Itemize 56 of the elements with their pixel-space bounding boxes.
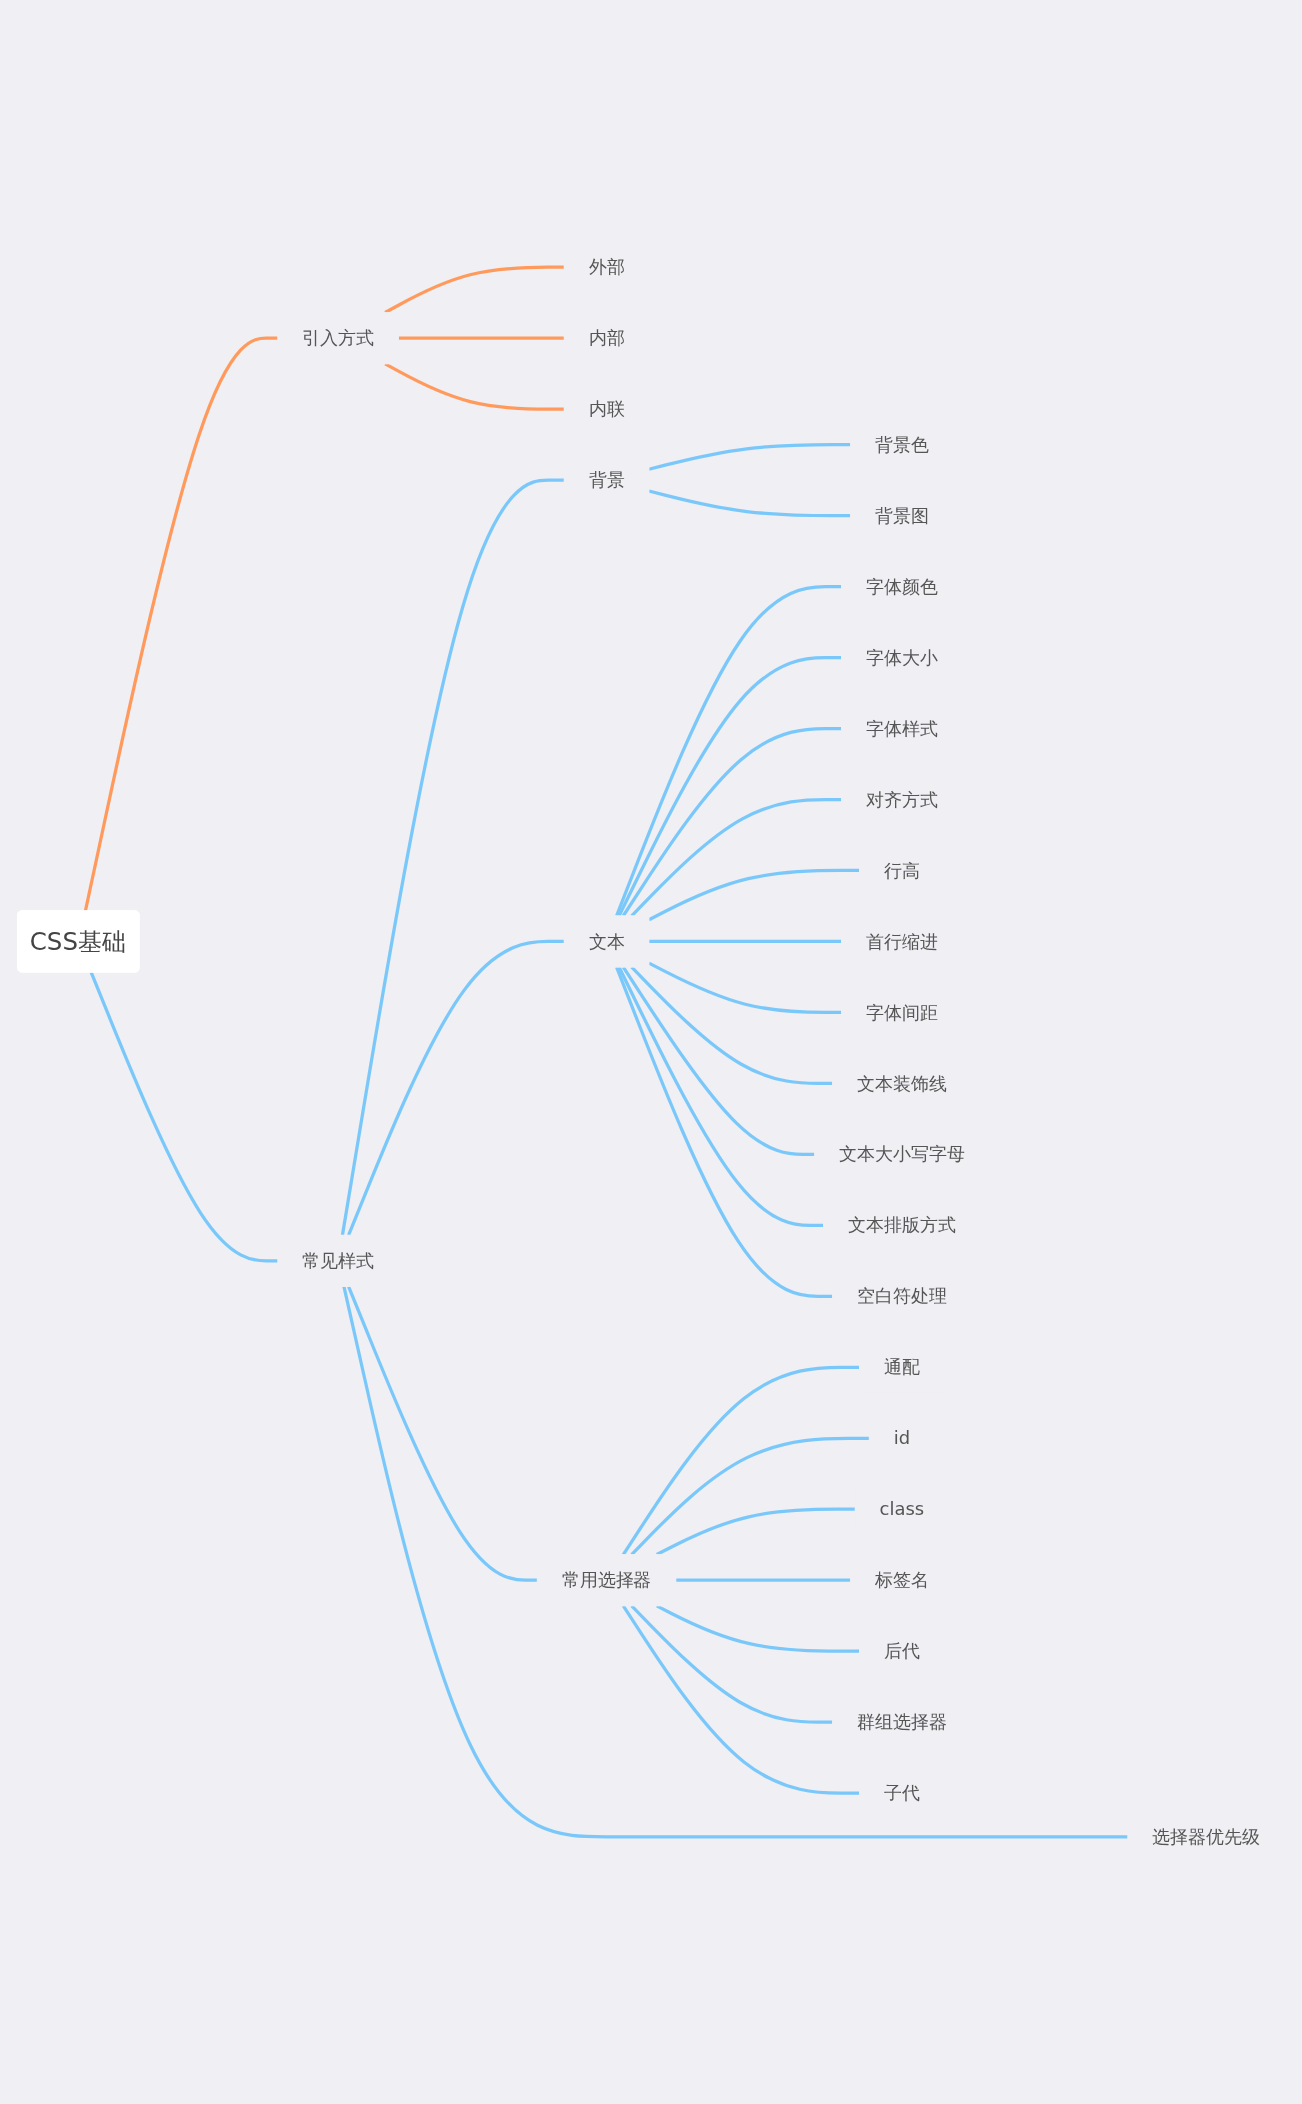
node-text: class <box>879 1499 925 1520</box>
node-text: 群组选择器 <box>857 1711 947 1733</box>
connector <box>648 961 842 1015</box>
connector <box>384 362 565 411</box>
node-text: 背景图 <box>874 505 929 526</box>
connector <box>347 1285 538 1582</box>
connector <box>621 966 815 1156</box>
node-text: 文本大小写字母 <box>839 1144 965 1165</box>
node-text: 子代 <box>883 1782 920 1804</box>
node-text: 外部 <box>588 257 625 278</box>
connector <box>347 939 565 1236</box>
connector <box>648 868 860 922</box>
connector <box>89 971 278 1263</box>
node-text: 字体间距 <box>865 1002 938 1023</box>
connector <box>648 489 851 518</box>
connector <box>648 443 851 471</box>
connector <box>630 966 833 1086</box>
node-text: 常见样式 <box>302 1250 375 1272</box>
connector <box>675 1578 851 1582</box>
node-text: 引入方式 <box>302 328 375 349</box>
connector <box>615 584 842 917</box>
connector <box>630 797 842 917</box>
connector <box>615 966 833 1298</box>
connector <box>649 939 842 944</box>
node-text: 行高 <box>883 860 920 881</box>
connector <box>398 336 565 340</box>
node-text: 内部 <box>588 328 625 349</box>
node-text: 背景色 <box>874 434 929 455</box>
connector <box>621 726 842 917</box>
node-text: 文本排版方式 <box>848 1215 956 1236</box>
connector <box>656 1604 860 1653</box>
node-text: 内联 <box>588 398 625 420</box>
connector <box>621 1365 860 1556</box>
connector <box>340 478 565 1236</box>
connector <box>656 1507 856 1556</box>
connector <box>384 265 565 314</box>
connector <box>617 966 824 1227</box>
node-text: 标签名 <box>874 1570 929 1591</box>
node-text: 后代 <box>883 1640 920 1662</box>
node-text: 字体大小 <box>865 647 938 668</box>
connector <box>630 1436 870 1556</box>
connector <box>342 1286 1128 1839</box>
node-text: id <box>893 1428 911 1449</box>
node-text: 对齐方式 <box>865 789 938 810</box>
node-text: 字体样式 <box>865 718 938 739</box>
node-text: 空白符处理 <box>857 1286 947 1307</box>
node-text: 文本装饰线 <box>857 1073 947 1094</box>
node-text: 通配 <box>883 1357 920 1378</box>
node-text: 背景 <box>588 469 625 491</box>
connector <box>621 1605 860 1795</box>
connector <box>630 1604 833 1724</box>
connector <box>83 336 278 912</box>
node-text: 字体颜色 <box>865 576 938 597</box>
node-text: 选择器优先级 <box>1152 1826 1260 1847</box>
connector <box>617 655 842 917</box>
node-text: 首行缩进 <box>865 931 938 952</box>
